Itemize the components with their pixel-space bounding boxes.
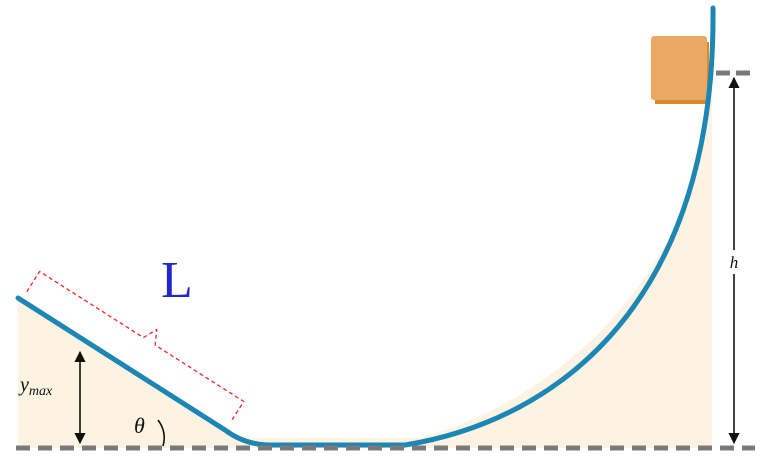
height-label-bg <box>727 250 741 274</box>
angle-label: θ <box>134 413 145 438</box>
y-max-subscript: max <box>29 384 53 399</box>
y-max-symbol: y <box>18 374 29 396</box>
track <box>15 5 716 448</box>
ground-fill <box>18 70 712 448</box>
length-bracket <box>26 270 245 423</box>
angle-arc <box>157 419 165 447</box>
height-label: h <box>730 253 739 272</box>
length-label: L <box>161 252 193 309</box>
block <box>651 36 707 100</box>
y-max-label: ymax <box>18 374 53 399</box>
